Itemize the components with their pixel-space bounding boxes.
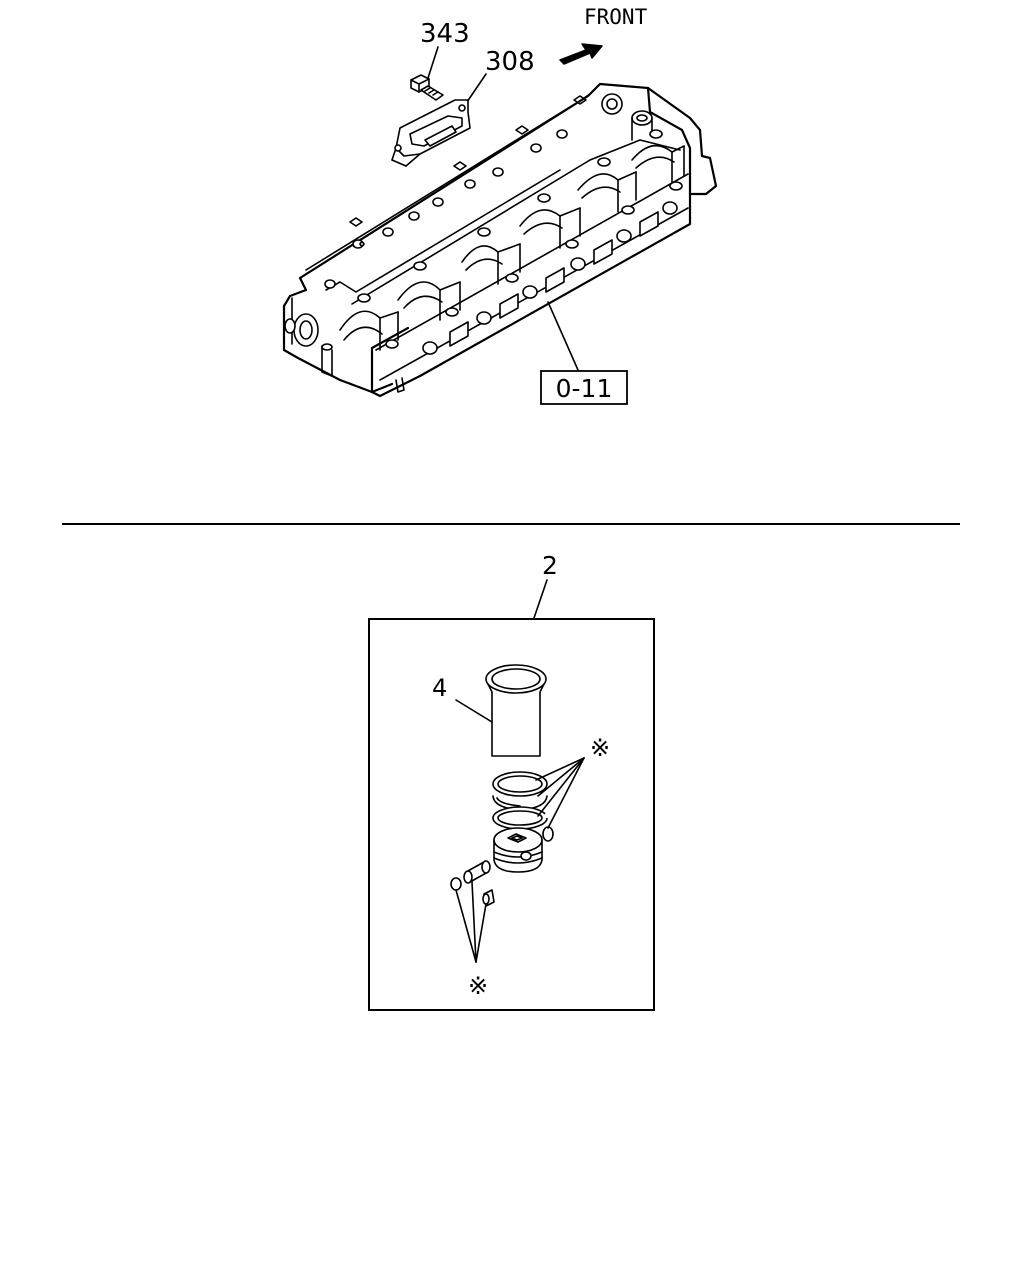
piston-rings	[492, 771, 548, 830]
leaders-rings	[535, 757, 585, 829]
cylinder-liner	[485, 664, 547, 757]
leader-343	[427, 46, 439, 79]
port-openings	[422, 201, 678, 355]
cylinder-head-section: FRONT 343 308	[282, 5, 718, 405]
kit-frame	[368, 618, 655, 1011]
callout-343: 343	[420, 19, 470, 49]
piston	[493, 827, 543, 873]
leader-4	[455, 699, 493, 723]
asterisk-pins: ※	[468, 972, 488, 1000]
callout-2: 2	[542, 551, 558, 580]
callout-0-11: 0-11	[556, 374, 613, 403]
leaders-pins	[455, 881, 487, 963]
leader-0-11	[547, 301, 579, 371]
top-holes	[324, 95, 587, 289]
leader-2	[533, 579, 548, 619]
bracket-part	[391, 99, 471, 167]
leader-308	[466, 73, 487, 103]
cam-journals	[339, 129, 685, 351]
front-arrow-icon	[559, 43, 603, 65]
cylinder-head	[282, 82, 718, 398]
overhaul-kit-section: 2 4	[368, 551, 655, 1011]
callout-308: 308	[485, 47, 535, 77]
front-label: FRONT	[584, 5, 648, 29]
asterisk-rings: ※	[590, 734, 610, 762]
callout-4: 4	[432, 674, 447, 702]
callout-0-11-box	[540, 370, 628, 405]
bolt-part	[410, 74, 444, 101]
